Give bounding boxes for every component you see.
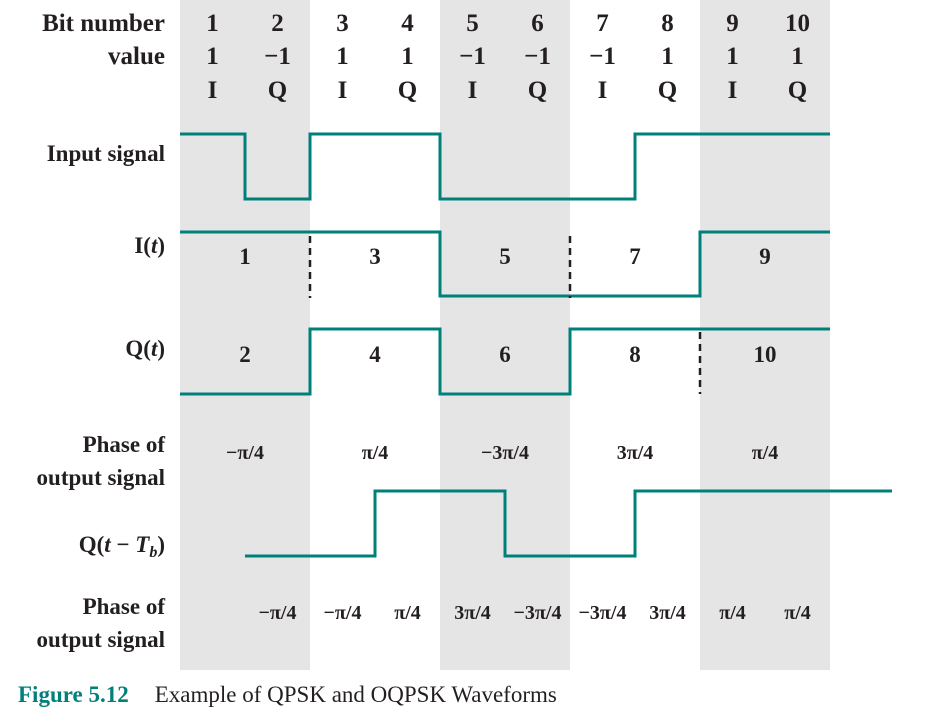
band-bits-9-10 xyxy=(700,0,830,670)
q-t-segment-8: 8 xyxy=(629,342,641,367)
bit-number-8: 8 xyxy=(661,10,674,37)
bit-value-6: −1 xyxy=(524,43,551,70)
bit-number-9: 9 xyxy=(726,10,739,37)
bit-number-2: 2 xyxy=(271,10,284,37)
q-t-segment-10: 10 xyxy=(754,342,777,367)
i-t-segment-9: 9 xyxy=(759,244,771,269)
bit-channel-4: Q xyxy=(398,77,417,104)
oqpsk-phase-values: −π/4 −π/4 π/4 3π/4 −3π/4 −3π/4 3π/4 π/4 π/4 xyxy=(259,602,811,624)
oqpsk-phase-2: −π/4 xyxy=(324,602,362,624)
qpsk-phase-1: −π/4 xyxy=(226,442,264,464)
q-shift-label: Q(t − Tb) xyxy=(79,532,165,561)
header-cells: 1 2 3 4 5 6 7 8 9 10 1 −1 1 1 −1 −1 −1 1 1 1I Q I Q I Q I Q I Q xyxy=(206,10,810,104)
input-signal-waveform xyxy=(180,132,830,201)
oqpsk-phase-9: π/4 xyxy=(784,602,811,624)
phase-output-label-1-line1: Phase of xyxy=(83,432,166,457)
i-t-label: I(t) xyxy=(134,233,165,258)
input-signal-label: Input signal xyxy=(47,141,165,166)
bit-number-label: Bit number xyxy=(42,10,165,37)
q-t-label: Q(t) xyxy=(125,336,165,361)
qpsk-phase-3: −3π/4 xyxy=(481,442,529,464)
bit-channel-5: I xyxy=(468,77,478,104)
bit-value-4: 1 xyxy=(401,43,414,70)
bit-value-10: 1 xyxy=(791,43,804,70)
oqpsk-phase-5: −3π/4 xyxy=(514,602,562,624)
bit-number-7: 7 xyxy=(596,10,609,37)
i-t-segment-3: 3 xyxy=(369,244,381,269)
q-t-segment-2: 2 xyxy=(239,342,251,367)
bit-number-3: 3 xyxy=(336,10,349,37)
q-t-waveform xyxy=(180,327,830,396)
oqpsk-phase-6: −3π/4 xyxy=(579,602,627,624)
oqpsk-phase-8: π/4 xyxy=(719,602,746,624)
value-label: value xyxy=(108,43,165,70)
bit-number-6: 6 xyxy=(531,10,544,37)
bit-channel-9: I xyxy=(728,77,738,104)
bit-value-8: 1 xyxy=(661,43,674,70)
bit-value-3: 1 xyxy=(336,43,349,70)
q-t-segment-labels: 2 4 6 8 10 xyxy=(239,342,776,367)
bit-channel-1: I xyxy=(208,77,218,104)
bit-number-4: 4 xyxy=(401,10,414,37)
bit-number-5: 5 xyxy=(466,10,479,37)
bit-channel-10: Q xyxy=(788,77,807,104)
bit-number-1: 1 xyxy=(206,10,219,37)
phase-output-label-1-line2: output signal xyxy=(37,465,165,490)
qpsk-phase-5: π/4 xyxy=(752,442,779,464)
q-t-segment-4: 4 xyxy=(369,342,381,367)
i-t-segment-labels: 1 3 5 7 9 xyxy=(239,244,771,269)
qpsk-phase-4: 3π/4 xyxy=(617,442,654,464)
bit-value-1: 1 xyxy=(206,43,219,70)
oqpsk-phase-4: 3π/4 xyxy=(454,602,491,624)
bit-value-9: 1 xyxy=(726,43,739,70)
oqpsk-phase-1: −π/4 xyxy=(259,602,297,624)
phase-output-label-2-line1: Phase of xyxy=(83,594,166,619)
bit-channel-7: I xyxy=(598,77,608,104)
bit-value-5: −1 xyxy=(459,43,486,70)
q-shift-waveform xyxy=(245,489,892,558)
bit-channel-6: Q xyxy=(528,77,547,104)
oqpsk-phase-3: π/4 xyxy=(394,602,421,624)
bit-value-2: −1 xyxy=(264,43,291,70)
band-bits-5-6 xyxy=(440,0,570,670)
figure-title: Example of QPSK and OQPSK Waveforms xyxy=(155,682,557,707)
figure-caption: Figure 5.12 Example of QPSK and OQPSK Wa… xyxy=(18,682,557,707)
shaded-bands xyxy=(180,0,830,670)
band-bits-1-2 xyxy=(180,0,310,670)
qpsk-phase-2: π/4 xyxy=(362,442,389,464)
i-t-segment-5: 5 xyxy=(499,244,511,269)
oqpsk-phase-7: 3π/4 xyxy=(649,602,686,624)
bit-number-10: 10 xyxy=(785,10,810,37)
bit-channel-3: I xyxy=(338,77,348,104)
figure-number: Figure 5.12 xyxy=(18,682,129,707)
bit-channel-8: Q xyxy=(658,77,677,104)
phase-output-label-2-line2: output signal xyxy=(37,627,165,652)
i-t-segment-7: 7 xyxy=(629,244,641,269)
qpsk-phase-values: −π/4 π/4 −3π/4 3π/4 π/4 xyxy=(226,442,778,464)
bit-value-7: −1 xyxy=(589,43,616,70)
bit-channel-2: Q xyxy=(268,77,287,104)
q-t-segment-6: 6 xyxy=(499,342,511,367)
i-t-segment-1: 1 xyxy=(239,244,251,269)
